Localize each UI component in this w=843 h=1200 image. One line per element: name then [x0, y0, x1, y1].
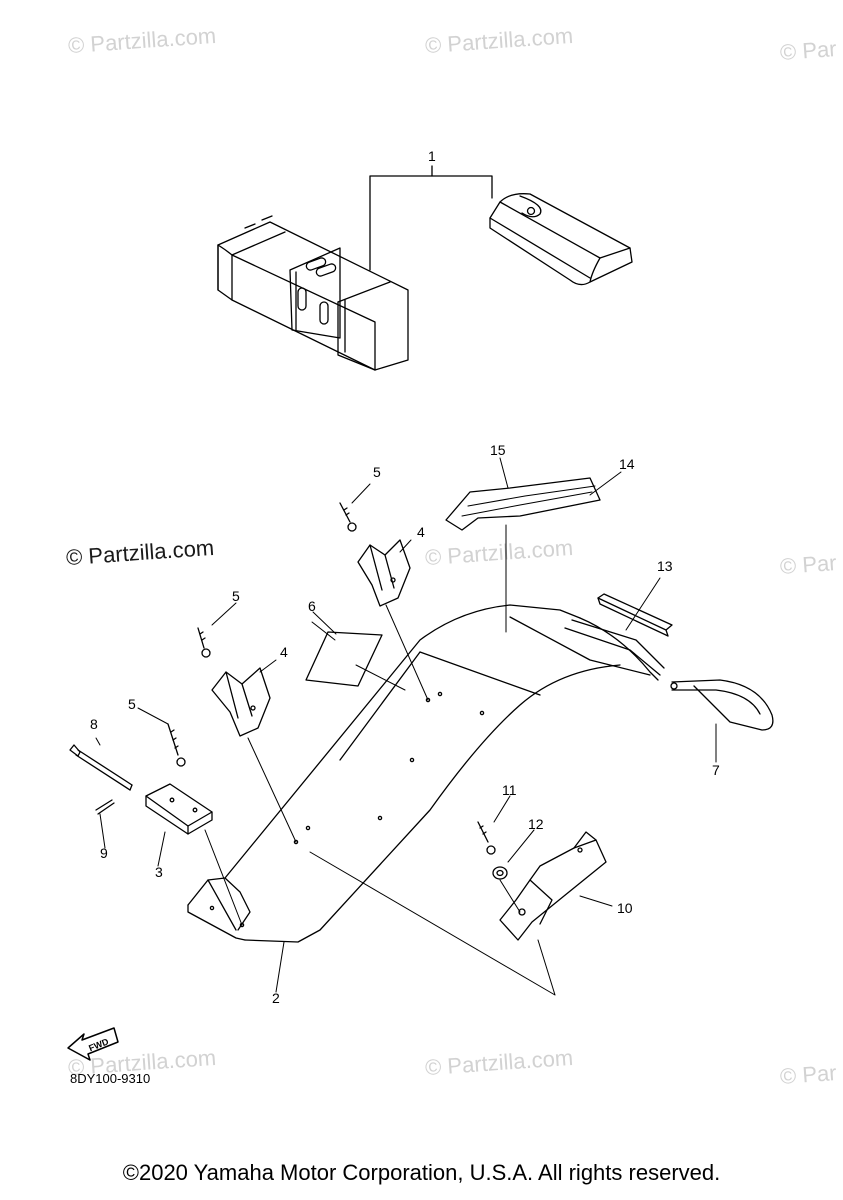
callout-6: 6 [308, 598, 316, 614]
callout-1: 1 [428, 148, 436, 164]
callout-12: 12 [528, 816, 544, 832]
diagram-code: 8DY100-9310 [70, 1071, 151, 1086]
callout-5-lower: 5 [128, 696, 136, 712]
nut [492, 866, 508, 880]
callout-15: 15 [490, 442, 506, 458]
label-plate [305, 621, 383, 687]
screw-middle [197, 627, 211, 658]
copyright-notice: ©2020 Yamaha Motor Corporation, U.S.A. A… [122, 1160, 721, 1185]
callout-10: 10 [617, 900, 633, 916]
cotter-pin [95, 799, 115, 815]
hinge-bracket [145, 783, 213, 835]
callout-7: 7 [712, 762, 720, 778]
screw-lower [167, 723, 186, 767]
strap-hook [670, 679, 774, 731]
callout-4-upper: 4 [417, 524, 425, 540]
callout-9: 9 [100, 845, 108, 861]
callout-8: 8 [90, 716, 98, 732]
screw-11 [477, 821, 496, 855]
tape-label [445, 477, 601, 531]
leader-lines [95, 457, 717, 993]
callout-5-middle: 5 [232, 588, 240, 604]
assembly-lines [204, 524, 556, 996]
grab-guide [564, 619, 665, 676]
callout-11: 11 [502, 782, 517, 798]
rear-fender [187, 604, 659, 943]
bolt [69, 744, 133, 791]
clip-lower [211, 667, 271, 737]
callout-14: 14 [619, 456, 635, 472]
tool-kit-bag-rolled [217, 215, 409, 371]
callout-4-lower: 4 [280, 644, 288, 660]
callout-5-upper: 5 [373, 464, 381, 480]
fwd-arrow-icon [67, 1027, 119, 1061]
rubber-strip [597, 593, 673, 637]
fender-cover [499, 831, 607, 941]
callout-2: 2 [272, 990, 280, 1006]
callout-13: 13 [657, 558, 673, 574]
callout-bracket [369, 165, 493, 271]
tool-kit-bag-case [489, 193, 633, 286]
clip-upper [357, 539, 411, 607]
screw-upper [339, 502, 357, 532]
callout-3: 3 [155, 864, 163, 880]
fwd-label: FWD [87, 1036, 110, 1053]
